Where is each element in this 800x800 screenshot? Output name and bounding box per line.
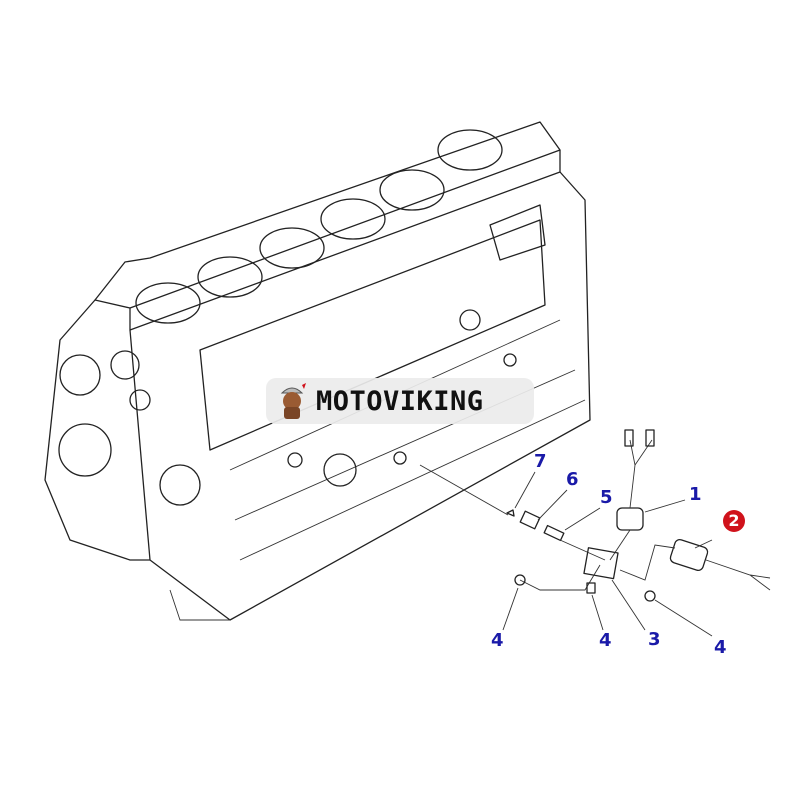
watermark-text: MOTOVIKING bbox=[316, 385, 484, 417]
callout-2-highlight: 2 bbox=[723, 510, 745, 532]
callout-6: 6 bbox=[566, 469, 579, 490]
callout-3: 3 bbox=[648, 629, 661, 650]
callout-1: 1 bbox=[689, 484, 702, 505]
callout-4: 4 bbox=[714, 637, 727, 658]
engine-block bbox=[44, 121, 591, 621]
callout-4: 4 bbox=[599, 630, 612, 651]
watermark-logo: MOTOVIKING bbox=[266, 378, 534, 424]
callout-4: 4 bbox=[491, 630, 504, 651]
viking-mascot-icon bbox=[280, 383, 306, 419]
sensor-assembly bbox=[419, 429, 771, 637]
callout-7: 7 bbox=[534, 451, 547, 472]
callout-5: 5 bbox=[600, 487, 613, 508]
